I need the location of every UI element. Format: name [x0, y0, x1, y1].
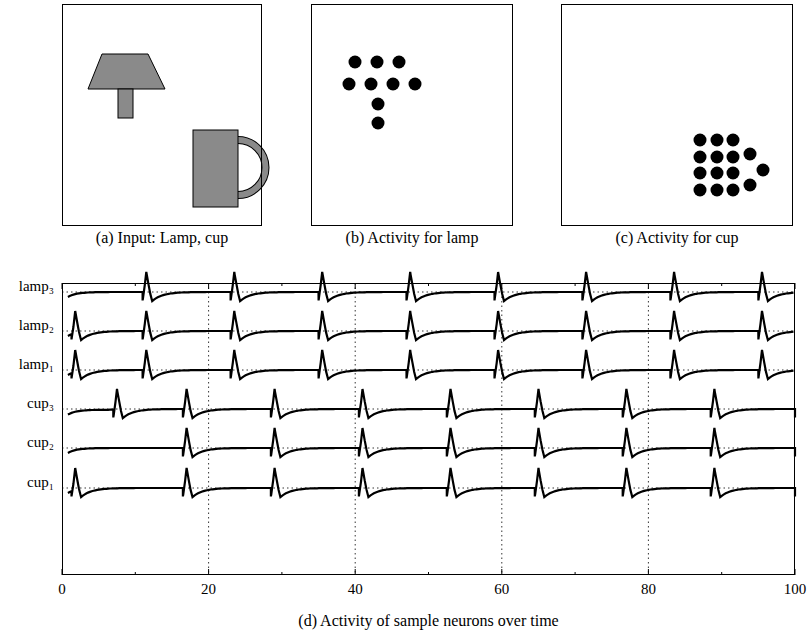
activity-dot — [711, 134, 724, 147]
activity-dot — [409, 78, 422, 91]
activity-dot — [349, 56, 362, 69]
neuron-trace — [68, 468, 795, 497]
grid-line — [648, 283, 649, 575]
activity-dot — [711, 151, 724, 164]
panel-caption: (a) Input: Lamp, cup — [23, 229, 301, 247]
panel-caption: (c) Activity for cup — [522, 229, 810, 247]
activity-dot — [727, 151, 740, 164]
image-panel: (b) Activity for lamp — [311, 4, 513, 226]
neuron-trace — [68, 389, 795, 418]
activity-dot — [744, 148, 757, 161]
activity-dot — [365, 78, 378, 91]
panel-caption: (b) Activity for lamp — [272, 229, 552, 247]
activity-dot — [711, 184, 724, 197]
tick-label: 40 — [348, 581, 363, 598]
activity-dot — [744, 179, 757, 192]
neuron-label: lamp₃ — [19, 278, 54, 295]
tick-label: 100 — [784, 581, 807, 598]
activity-dot — [694, 184, 707, 197]
neuron-label: cup₁ — [27, 474, 54, 491]
neuron-trace — [68, 272, 794, 301]
neuron-label: lamp₂ — [19, 317, 54, 334]
panel-caption: (d) Activity of sample neurons over time — [23, 612, 810, 630]
lamp-shade — [88, 54, 165, 89]
neuron-trace — [68, 311, 794, 340]
activity-dot — [372, 117, 385, 130]
grid-line — [355, 283, 356, 575]
activity-dot — [387, 78, 400, 91]
activity-dot — [372, 98, 385, 111]
activity-dots — [343, 56, 770, 197]
activity-dot — [727, 184, 740, 197]
activity-dot — [694, 151, 707, 164]
tick-label: 0 — [58, 581, 66, 598]
plot-grid — [62, 283, 795, 575]
activity-dot — [727, 134, 740, 147]
neuron-traces — [68, 272, 795, 497]
tick-label: 60 — [494, 581, 509, 598]
neuron-trace — [68, 350, 794, 379]
grid-line — [208, 283, 209, 575]
image-panel: (c) Activity for cup — [561, 4, 793, 226]
neuron-label: cup₂ — [27, 434, 54, 451]
neuron-label: lamp₁ — [19, 356, 54, 373]
image-panel: (a) Input: Lamp, cup — [62, 4, 262, 226]
tick-label: 80 — [641, 581, 656, 598]
plot-frame: (d) Activity of sample neurons over time — [62, 283, 795, 575]
neuron-trace — [68, 428, 795, 457]
tick-label: 20 — [201, 581, 216, 598]
activity-dot — [343, 78, 356, 91]
activity-dot — [694, 167, 707, 180]
activity-dot — [757, 164, 770, 177]
activity-dot — [711, 167, 724, 180]
activity-dot — [371, 56, 384, 69]
activity-dot — [727, 167, 740, 180]
activity-dot — [694, 134, 707, 147]
lamp-stem — [118, 89, 133, 118]
cup-body — [193, 130, 238, 207]
activity-dot — [393, 56, 406, 69]
neuron-label: cup₃ — [27, 395, 54, 412]
